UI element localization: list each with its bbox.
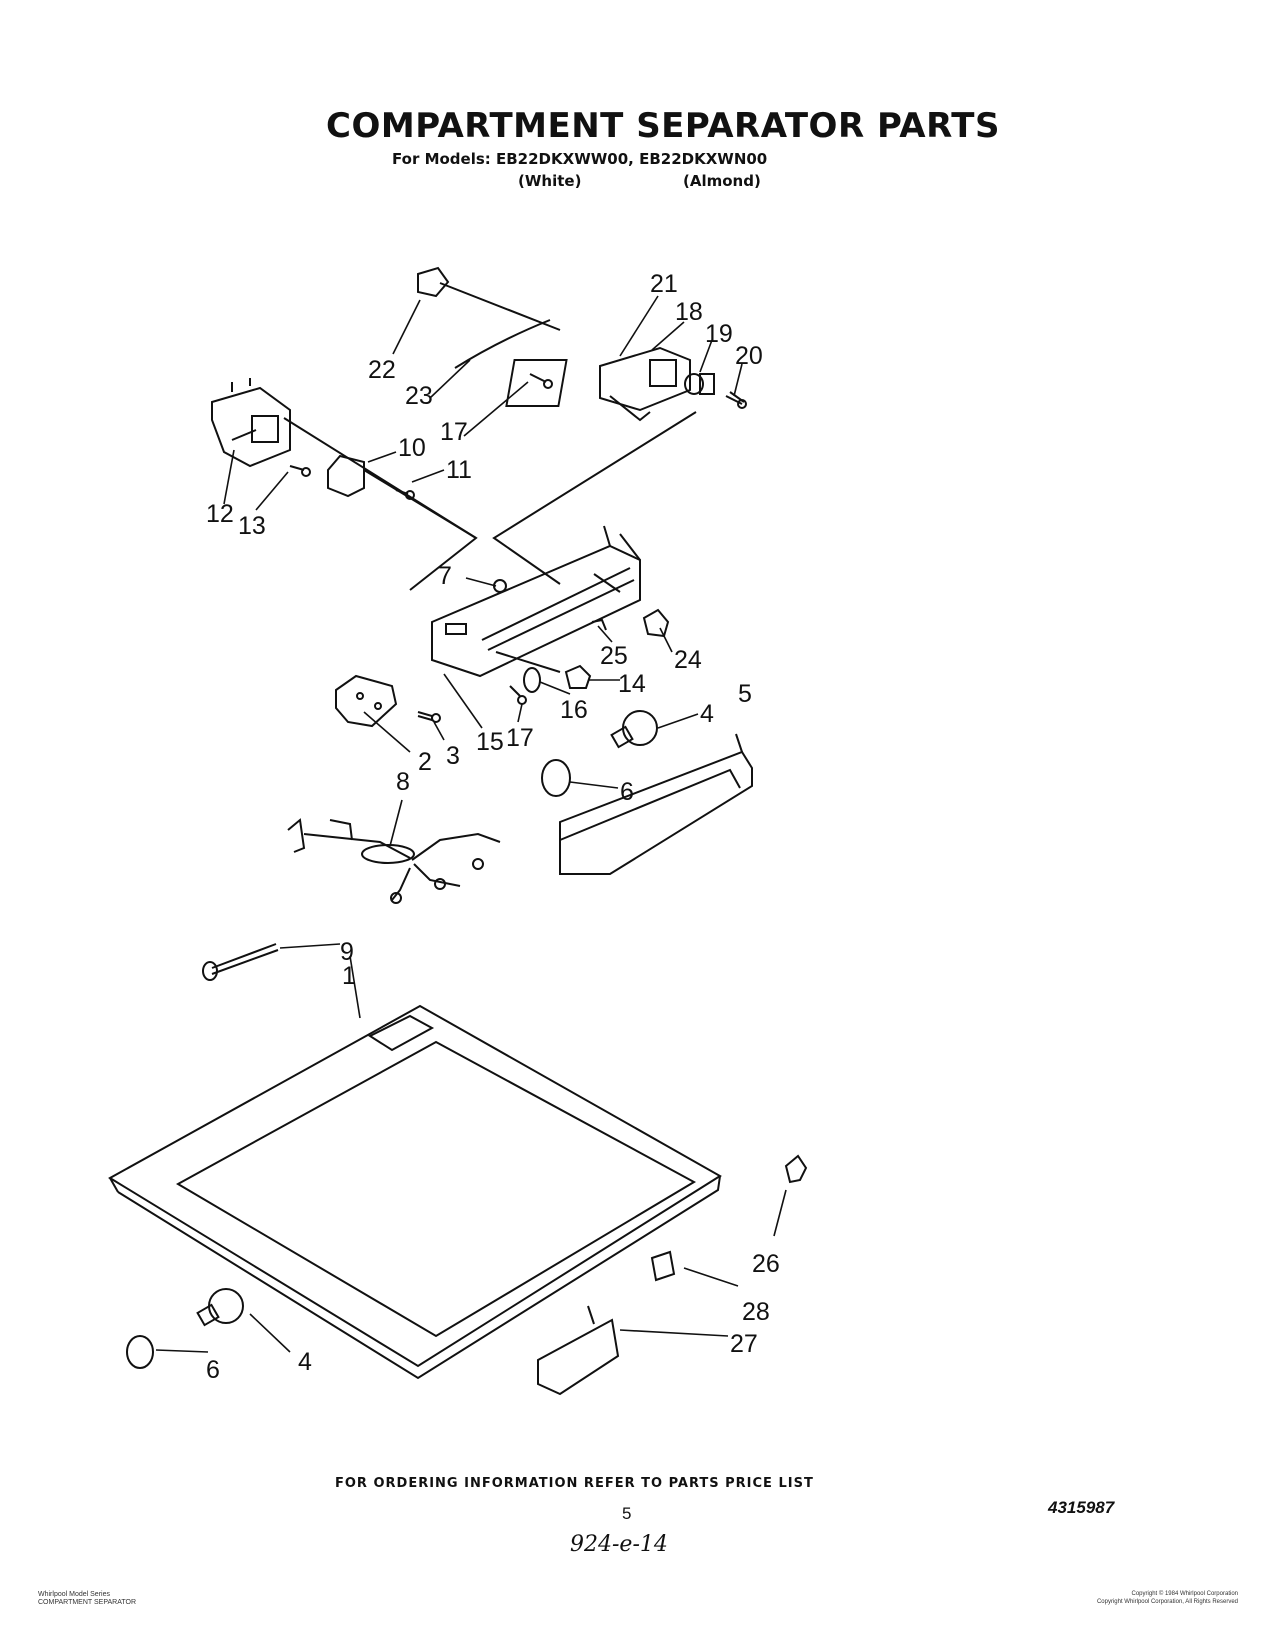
callout-7: 7 bbox=[438, 562, 452, 590]
part-12-bracket bbox=[211, 378, 291, 468]
document-part-number: 4315987 bbox=[1048, 1498, 1115, 1517]
fine-print-right: Copyright © 1984 Whirlpool Corporation C… bbox=[1032, 1590, 1238, 1606]
part-4-bulb-lower bbox=[196, 1288, 244, 1327]
callout-19: 19 bbox=[705, 320, 733, 348]
part-4-bulb-upper bbox=[610, 710, 658, 749]
callout-26: 26 bbox=[752, 1250, 780, 1278]
part-17-screw-lower bbox=[509, 685, 527, 705]
part-2-bracket bbox=[335, 674, 398, 728]
part-22-knob bbox=[417, 266, 561, 369]
part-8-wire-harness bbox=[287, 818, 501, 904]
callout-4-upper: 4 bbox=[700, 700, 714, 728]
fine-print-left-line-2: COMPARTMENT SEPARATOR bbox=[38, 1599, 137, 1606]
callout-2: 2 bbox=[418, 748, 432, 776]
callout-24: 24 bbox=[674, 646, 702, 674]
part-13-screw bbox=[289, 465, 311, 477]
callout-3: 3 bbox=[446, 742, 460, 770]
callout-20: 20 bbox=[735, 342, 763, 370]
callout-12: 12 bbox=[206, 500, 234, 528]
part-6-lens-upper bbox=[541, 759, 571, 797]
part-19-knob bbox=[684, 373, 715, 395]
callout-10: 10 bbox=[398, 434, 426, 462]
page-number: 5 bbox=[622, 1504, 632, 1523]
part-3-screw bbox=[417, 711, 441, 723]
fine-print-right-line-2: Copyright Whirlpool Corporation, All Rig… bbox=[1096, 1599, 1238, 1605]
callout-14: 14 bbox=[618, 670, 646, 698]
separator-housing bbox=[431, 525, 641, 678]
callout-25: 25 bbox=[600, 642, 628, 670]
callout-1: 1 bbox=[342, 962, 356, 990]
part-1-shelf-frame bbox=[108, 1004, 722, 1380]
callout-16: 16 bbox=[560, 696, 588, 724]
part-5-cover bbox=[559, 733, 753, 875]
callout-23: 23 bbox=[405, 382, 433, 410]
callout-6-lower: 6 bbox=[206, 1356, 220, 1384]
part-14-lampholder bbox=[564, 664, 592, 689]
callout-15: 15 bbox=[476, 728, 504, 756]
part-24-lampholder bbox=[642, 608, 670, 638]
callout-17: 17 bbox=[440, 418, 468, 446]
part-27-bracket bbox=[537, 1305, 620, 1396]
ordering-note: FOR ORDERING INFORMATION REFER TO PARTS … bbox=[335, 1476, 814, 1491]
fine-print-left-line-1: Whirlpool Model Series bbox=[38, 1591, 110, 1598]
variant-almond-label: (Almond) bbox=[683, 172, 761, 190]
part-28-block bbox=[650, 1250, 676, 1282]
callout-8: 8 bbox=[396, 768, 410, 796]
models-line: For Models: EB22DKXWW00, EB22DKXWN00 bbox=[392, 150, 768, 168]
callout-13: 13 bbox=[238, 512, 266, 540]
callout-22: 22 bbox=[368, 356, 396, 384]
fine-print-left: Whirlpool Model Series COMPARTMENT SEPAR… bbox=[38, 1591, 136, 1607]
handwritten-note: 924-e-14 bbox=[570, 1532, 668, 1557]
callout-9: 9 bbox=[340, 938, 354, 966]
page-title: COMPARTMENT SEPARATOR PARTS bbox=[326, 106, 1000, 146]
callout-18: 18 bbox=[675, 298, 703, 326]
callout-labels: 21 18 19 20 22 23 17 10 11 12 13 7 25 24… bbox=[206, 270, 780, 1384]
callout-6-upper: 6 bbox=[620, 778, 634, 806]
part-6-lens-lower bbox=[126, 1335, 154, 1369]
callout-17-lower: 17 bbox=[506, 724, 534, 752]
part-9-rod bbox=[202, 943, 279, 981]
leader-lines bbox=[155, 295, 787, 1353]
fine-print-right-line-1: Copyright © 1984 Whirlpool Corporation bbox=[1131, 1591, 1238, 1597]
part-20-screw bbox=[725, 391, 747, 409]
callout-27: 27 bbox=[730, 1330, 758, 1358]
part-18-switch bbox=[505, 346, 691, 422]
part-25-clip bbox=[591, 618, 607, 631]
callout-4-lower: 4 bbox=[298, 1348, 312, 1376]
callout-28: 28 bbox=[742, 1298, 770, 1326]
variant-white-label: (White) bbox=[518, 172, 582, 190]
callout-5: 5 bbox=[738, 680, 752, 708]
callout-11: 11 bbox=[446, 456, 472, 484]
part-17-screw-upper bbox=[529, 373, 553, 389]
part-16-lens bbox=[523, 667, 541, 693]
part-26-clip bbox=[784, 1154, 808, 1184]
callout-21: 21 bbox=[650, 270, 678, 298]
